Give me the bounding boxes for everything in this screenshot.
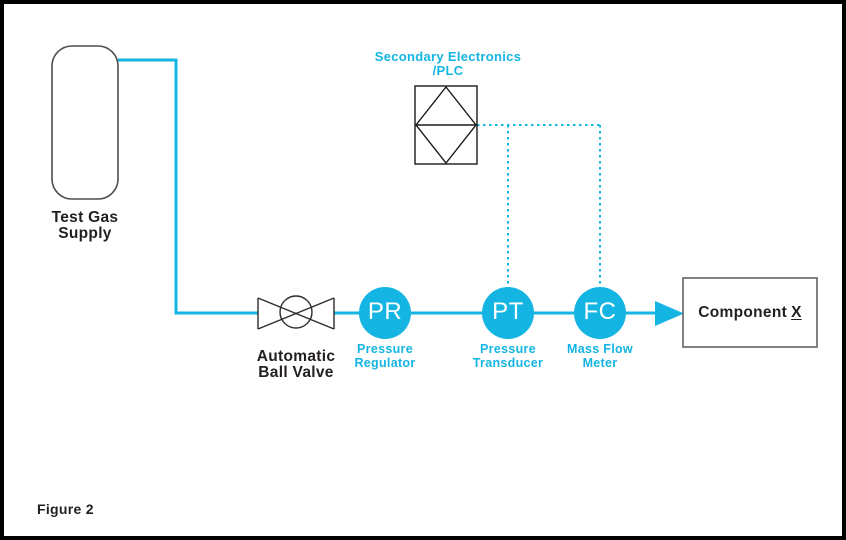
- component-x-label-prefix: Component: [698, 304, 788, 321]
- mass-flow-meter-label-line1: Mass Flow: [567, 342, 633, 356]
- component-x-box-shape: [682, 277, 818, 348]
- mass-flow-meter-tag: FC: [583, 298, 617, 325]
- valve-ball-shape: [279, 295, 313, 329]
- test-gas-supply-label-line2: Supply: [58, 225, 112, 242]
- mass-flow-meter-label: Mass Flow Meter: [567, 342, 633, 370]
- ball-valve-label: Automatic Ball Valve: [257, 349, 335, 381]
- pressure-transducer-tag: PT: [492, 298, 524, 325]
- pipe-supply-to-valve: [118, 58, 258, 315]
- figure-caption: Figure 2: [37, 501, 94, 517]
- secondary-electronics-label-line2: /PLC: [432, 63, 464, 78]
- test-gas-supply-label-line1: Test Gas: [51, 209, 119, 226]
- pressure-regulator-tag: PR: [367, 298, 403, 325]
- component-x-label-suffix: X: [791, 304, 802, 321]
- pressure-transducer-label: Pressure Transducer: [473, 342, 543, 370]
- pressure-regulator-label-line1: Pressure: [357, 342, 413, 356]
- valve-diagonal-2: [257, 297, 335, 330]
- mass-flow-meter-circle: [574, 287, 626, 339]
- ball-valve-label-line2: Ball Valve: [258, 364, 334, 381]
- secondary-electronics-label: Secondary Electronics /PLC: [375, 50, 521, 78]
- pressure-regulator-label: Pressure Regulator: [354, 342, 415, 370]
- pressure-regulator-label-line2: Regulator: [354, 356, 416, 370]
- test-gas-cylinder-shape: [51, 45, 119, 200]
- secondary-electronics-label-line1: Secondary Electronics: [374, 49, 522, 64]
- pressure-transducer-circle: [482, 287, 534, 339]
- mass-flow-meter-label-line2: Meter: [582, 356, 618, 370]
- plc-diamond-shape: [415, 85, 477, 165]
- ball-valve-label-line1: Automatic: [256, 348, 336, 365]
- test-gas-supply-label: Test Gas Supply: [52, 210, 119, 242]
- pressure-transducer-label-line1: Pressure: [480, 342, 536, 356]
- pressure-transducer-label-line2: Transducer: [472, 356, 544, 370]
- pressure-regulator-circle: [359, 287, 411, 339]
- flow-arrowhead: [655, 301, 684, 326]
